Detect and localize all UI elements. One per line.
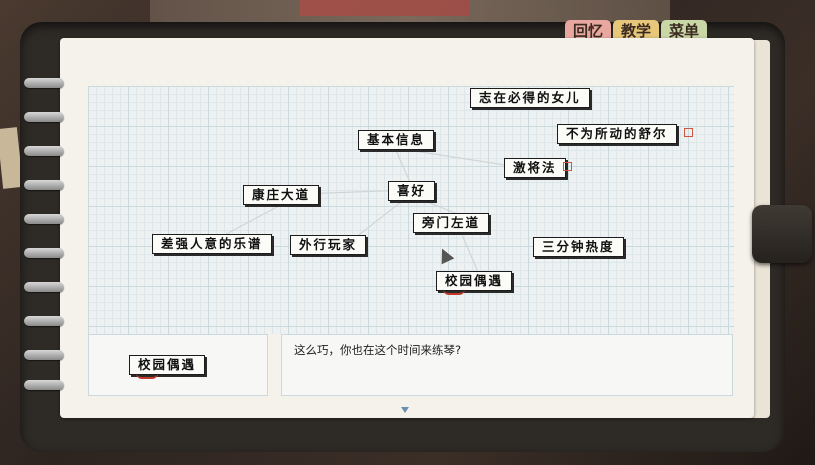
selected-card[interactable]: 校园偶遇 bbox=[129, 355, 206, 379]
binder-ring bbox=[24, 380, 64, 390]
binder-ring bbox=[24, 78, 64, 88]
connection-line bbox=[394, 147, 506, 166]
node-main-road[interactable]: 康庄大道 bbox=[243, 185, 320, 205]
unread-marker-icon bbox=[563, 162, 572, 171]
node-three-minutes[interactable]: 三分钟热度 bbox=[533, 237, 624, 257]
node-unmoved[interactable]: 不为所动的舒尔 bbox=[557, 124, 677, 144]
unread-marker-icon bbox=[684, 128, 693, 137]
scroll-down-icon[interactable] bbox=[401, 407, 409, 413]
menu-tabs: 回忆 教学 菜单 bbox=[565, 20, 709, 42]
node-side-road[interactable]: 旁门左道 bbox=[413, 213, 490, 233]
node-amateur[interactable]: 外行玩家 bbox=[290, 235, 367, 255]
binder-ring bbox=[24, 350, 64, 360]
node-basic-info[interactable]: 基本信息 bbox=[358, 130, 435, 150]
binder-clasp bbox=[752, 205, 812, 263]
node-music-score[interactable]: 差强人意的乐谱 bbox=[152, 234, 272, 254]
connection-line bbox=[459, 229, 479, 273]
node-hobby[interactable]: 喜好 bbox=[388, 181, 436, 201]
node-campus-meeting[interactable]: 校园偶遇 bbox=[436, 271, 513, 295]
binder-ring bbox=[24, 214, 64, 224]
connection-line bbox=[354, 194, 411, 239]
binder-ring bbox=[24, 180, 64, 190]
connection-line bbox=[394, 147, 411, 183]
binder-ring bbox=[24, 316, 64, 326]
binder-ring bbox=[24, 112, 64, 122]
binder-ring bbox=[24, 248, 64, 258]
tab-memories[interactable]: 回忆 bbox=[565, 20, 612, 42]
tab-menu[interactable]: 菜单 bbox=[661, 20, 708, 42]
selected-card-panel: 校园偶遇 bbox=[88, 334, 268, 396]
dialog-text: 这么巧，你也在这个时间来练琴? bbox=[294, 343, 462, 357]
connection-line bbox=[214, 199, 291, 241]
binder-ring bbox=[24, 146, 64, 156]
background-sign bbox=[300, 0, 470, 16]
tab-tutorial[interactable]: 教学 bbox=[613, 20, 660, 42]
dialog-panel: 这么巧，你也在这个时间来练琴? bbox=[281, 334, 733, 396]
binder-ring bbox=[24, 282, 64, 292]
node-daughter[interactable]: 志在必得的女儿 bbox=[470, 88, 590, 108]
node-provoke[interactable]: 激将法 bbox=[504, 158, 566, 178]
